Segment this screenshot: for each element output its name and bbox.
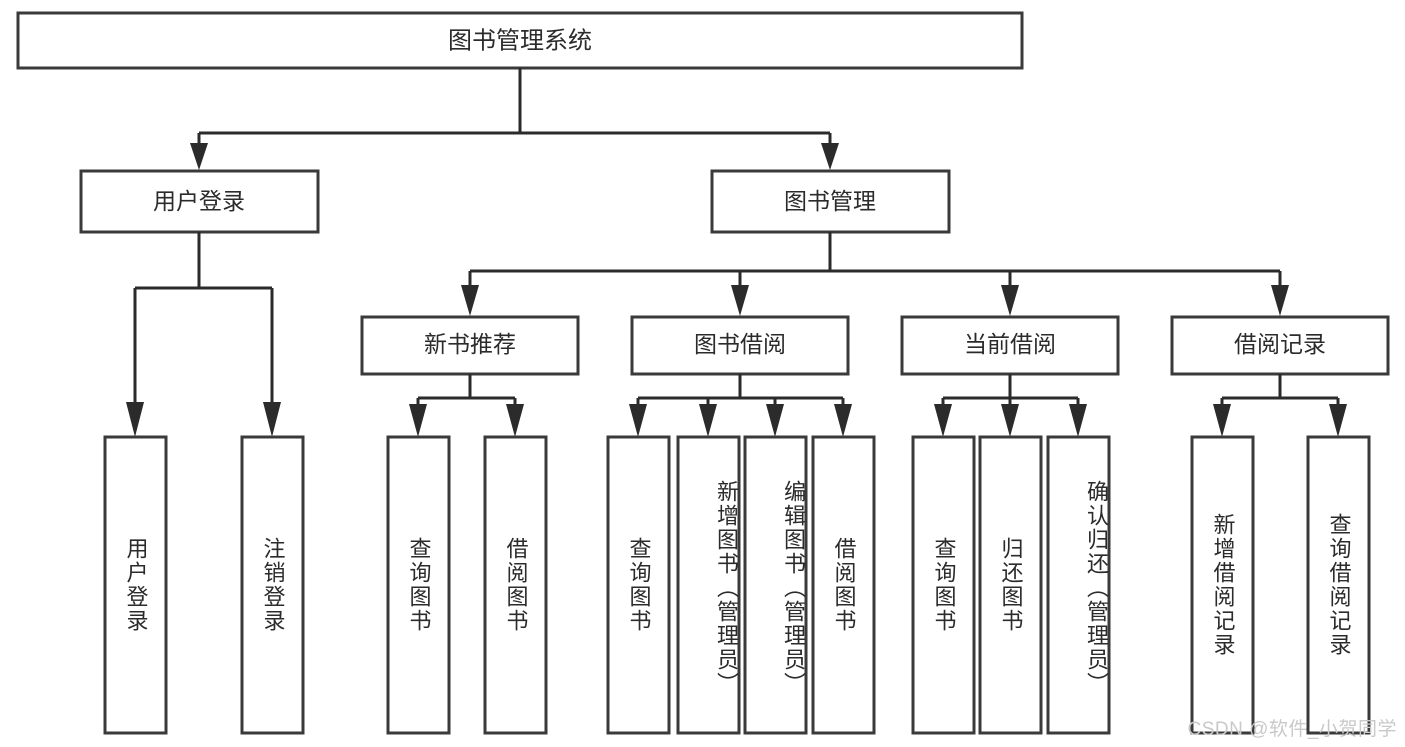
arrow-head-icon — [1001, 404, 1019, 437]
arrow-head-icon — [766, 404, 784, 437]
node-borrow-record[interactable]: 借阅记录 — [1170, 315, 1390, 376]
leaf-box-borrow-lend[interactable] — [811, 435, 876, 735]
leaf-box-record-add[interactable] — [1190, 435, 1255, 735]
node-root[interactable]: 图书管理系统 — [16, 11, 1024, 70]
leaf-box-user-login[interactable] — [103, 435, 168, 735]
leaf-box-borrow-edit[interactable] — [743, 435, 808, 735]
leaf-box-newbook-borrow[interactable] — [483, 435, 548, 735]
arrow-head-icon — [934, 404, 952, 437]
arrow-head-icon — [834, 404, 852, 437]
leaf-box-current-return[interactable] — [978, 435, 1043, 735]
node-book-borrow-label: 图书借阅 — [694, 331, 786, 357]
leaf-box-record-query[interactable] — [1306, 435, 1371, 735]
connector-bookborrow-to-leaves — [629, 374, 852, 437]
arrow-head-icon — [1213, 404, 1231, 437]
leaf-box-current-query[interactable] — [911, 435, 976, 735]
arrow-head-icon — [821, 143, 839, 170]
arrow-head-icon — [126, 402, 144, 437]
arrow-head-icon — [409, 404, 427, 437]
arrow-head-icon — [731, 285, 749, 316]
node-user-login-box[interactable] — [79, 169, 320, 234]
leaf-box-borrow-add[interactable] — [676, 435, 741, 735]
arrow-head-icon — [1001, 285, 1019, 316]
leaf-box-newbook-query[interactable] — [386, 435, 451, 735]
node-root-box[interactable] — [16, 11, 1024, 70]
node-root-label: 图书管理系统 — [448, 27, 592, 54]
leaf-box-current-confirm[interactable] — [1046, 435, 1111, 735]
node-new-book-recommend[interactable]: 新书推荐 — [360, 315, 580, 376]
leaf-box-borrow-query[interactable] — [606, 435, 671, 735]
node-book-management-label: 图书管理 — [784, 188, 876, 214]
node-borrow-record-label: 借阅记录 — [1234, 331, 1326, 357]
node-book-borrow[interactable]: 图书借阅 — [630, 315, 850, 376]
leaf-box-logout[interactable] — [240, 435, 305, 735]
connector-borrowrecord-to-leaves — [1213, 374, 1347, 437]
connector-userlogin-to-leaves — [126, 232, 281, 437]
node-current-borrow-box[interactable] — [900, 315, 1120, 376]
connector-newbook-to-leaves — [409, 374, 524, 437]
node-book-management[interactable]: 图书管理 — [710, 169, 951, 234]
node-current-borrow[interactable]: 当前借阅 — [900, 315, 1120, 376]
connector-bookmgmt-to-level3 — [461, 232, 1289, 316]
arrow-head-icon — [506, 404, 524, 437]
arrow-head-icon — [461, 285, 479, 316]
arrow-head-icon — [629, 404, 647, 437]
connector-currentborrow-to-leaves — [934, 374, 1087, 437]
node-new-book-recommend-box[interactable] — [360, 315, 580, 376]
connector-root-to-level2 — [190, 68, 839, 170]
arrow-head-icon — [1271, 285, 1289, 316]
node-new-book-recommend-label: 新书推荐 — [424, 331, 516, 357]
arrow-head-icon — [1329, 404, 1347, 437]
arrow-head-icon — [1069, 404, 1087, 437]
node-user-login[interactable]: 用户登录 — [79, 169, 320, 234]
arrow-head-icon — [190, 143, 208, 170]
arrow-head-icon — [699, 404, 717, 437]
node-user-login-label: 用户登录 — [153, 188, 245, 214]
node-current-borrow-label: 当前借阅 — [964, 331, 1056, 357]
arrow-head-icon — [263, 402, 281, 437]
csdn-watermark: CSDN @软件_小贺同学 — [1187, 719, 1397, 740]
